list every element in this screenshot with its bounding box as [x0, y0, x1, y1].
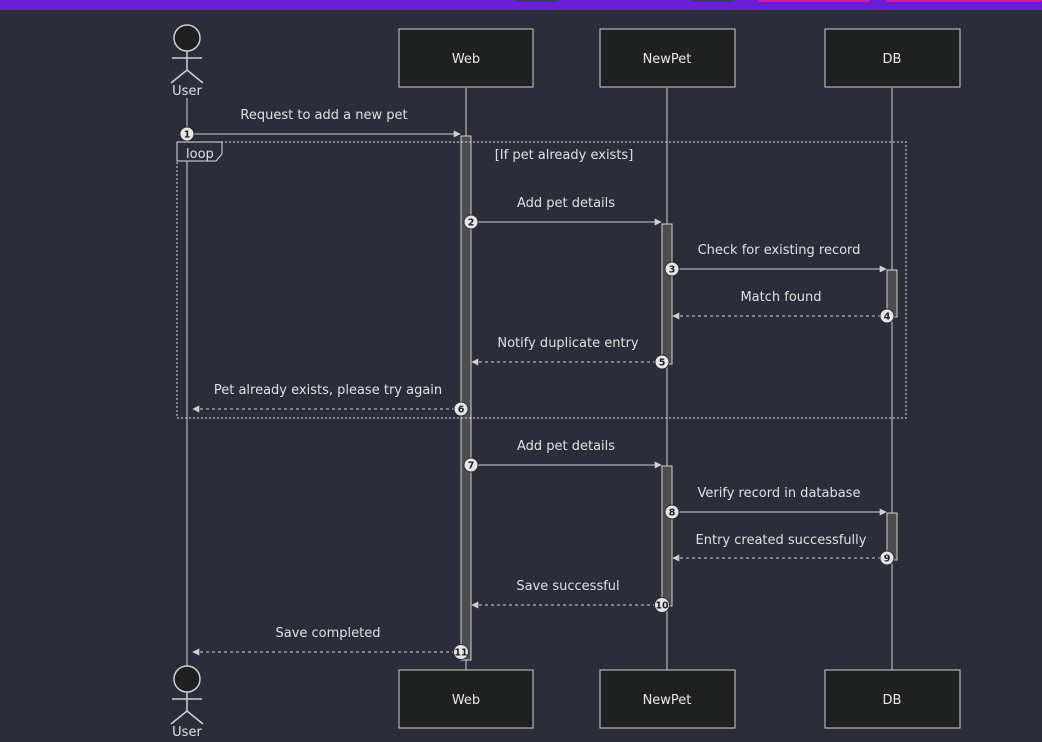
- message-label-6: Pet already exists, please try again: [214, 383, 442, 398]
- message-label-10: Save successful: [516, 579, 619, 594]
- message-3: Check for existing record 3: [664, 243, 887, 277]
- sequence-number-7: 7: [468, 461, 475, 472]
- sequence-number-badge-4: [879, 308, 895, 324]
- loop-frame: [176, 141, 907, 419]
- sequence-number-8: 8: [669, 508, 676, 519]
- activation-newpet-1: [661, 223, 673, 365]
- message-label-3: Check for existing record: [698, 243, 861, 258]
- stick-figure-icon[interactable]: [170, 665, 204, 725]
- message-1: Request to add a new pet 1: [179, 108, 461, 142]
- participant-label-web-bottom: Web: [452, 693, 480, 708]
- participant-box-web-top[interactable]: [398, 28, 534, 88]
- message-4: Match found 4: [672, 290, 895, 324]
- sequence-number-badge-10: [654, 597, 670, 613]
- message-7: Add pet details 7: [463, 439, 662, 473]
- sequence-number-badge-3: [664, 261, 680, 277]
- participant-label-db-top: DB: [883, 52, 902, 67]
- sequence-number-11: 11: [454, 648, 467, 659]
- sequence-number-1: 1: [184, 130, 191, 141]
- message-6: Pet already exists, please try again 6: [192, 383, 469, 417]
- toolbar-tab-1[interactable]: [516, 0, 558, 2]
- message-label-5: Notify duplicate entry: [497, 336, 639, 351]
- participant-label-newpet-bottom: NewPet: [643, 693, 692, 708]
- message-8: Verify record in database 8: [664, 486, 887, 520]
- actor-label-user-bottom: User: [172, 725, 202, 740]
- message-label-4: Match found: [740, 290, 821, 305]
- sequence-number-9: 9: [884, 554, 891, 565]
- top-toolbar-strip: [0, 0, 1042, 10]
- activation-newpet-2: [661, 465, 673, 607]
- message-label-2: Add pet details: [517, 196, 615, 211]
- sequence-number-10: 10: [655, 601, 669, 612]
- message-2: Add pet details 2: [463, 196, 662, 230]
- toolbar-tab-2[interactable]: [692, 0, 734, 2]
- sequence-number-badge-9: [879, 550, 895, 566]
- participant-box-newpet-bottom[interactable]: [599, 669, 736, 729]
- message-11: Save completed 11: [192, 626, 469, 660]
- stick-figure-icon[interactable]: [170, 24, 204, 84]
- sequence-number-badge-6: [453, 401, 469, 417]
- sequence-number-5: 5: [659, 358, 666, 369]
- message-10: Save successful 10: [471, 579, 670, 613]
- message-label-9: Entry created successfully: [696, 533, 867, 548]
- participant-box-web-bottom[interactable]: [398, 669, 534, 729]
- participant-label-newpet-top: NewPet: [643, 52, 692, 67]
- message-label-7: Add pet details: [517, 439, 615, 454]
- sequence-number-badge-5: [654, 354, 670, 370]
- sequence-number-badge-2: [463, 214, 479, 230]
- participant-box-db-bottom[interactable]: [824, 669, 961, 729]
- participant-label-web-top: Web: [452, 52, 480, 67]
- message-label-1: Request to add a new pet: [240, 108, 407, 123]
- sequence-number-3: 3: [669, 265, 676, 276]
- participant-box-db-top[interactable]: [824, 28, 961, 88]
- actor-label-user-top: User: [172, 84, 202, 99]
- participant-label-db-bottom: DB: [883, 693, 902, 708]
- loop-condition: [If pet already exists]: [495, 148, 634, 163]
- activation-web: [460, 135, 472, 661]
- message-5: Notify duplicate entry 5: [471, 336, 670, 370]
- toolbar-tab-3[interactable]: [758, 0, 870, 2]
- message-label-8: Verify record in database: [698, 486, 861, 501]
- sequence-number-badge-8: [664, 504, 680, 520]
- participant-box-newpet-top[interactable]: [599, 28, 736, 88]
- sequence-number-2: 2: [468, 218, 475, 229]
- loop-label: loop: [186, 147, 214, 162]
- loop-label-tab: [176, 141, 223, 162]
- message-9: Entry created successfully 9: [672, 533, 895, 566]
- toolbar-tab-4[interactable]: [886, 0, 1042, 2]
- sequence-number-4: 4: [884, 312, 891, 323]
- sequence-number-badge-11: [453, 644, 469, 660]
- message-label-11: Save completed: [275, 626, 380, 641]
- sequence-number-badge-1: [179, 126, 195, 142]
- sequence-number-6: 6: [458, 405, 465, 416]
- sequence-number-badge-7: [463, 457, 479, 473]
